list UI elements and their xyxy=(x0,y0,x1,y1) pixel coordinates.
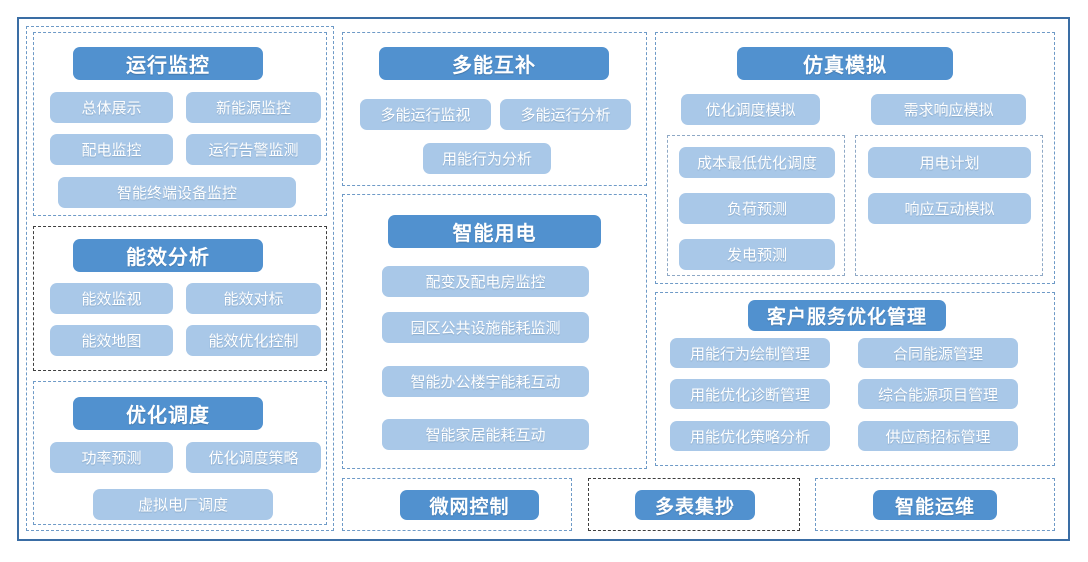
tile-duoneng-yunxing-fenxi[interactable]: 多能运行分析 xyxy=(500,99,631,130)
tile-zhineng-jiaju-nenghao-hudong[interactable]: 智能家居能耗互动 xyxy=(382,419,589,450)
tile-nengxiao-jianshi[interactable]: 能效监视 xyxy=(50,283,173,314)
header-duobiao-jichao[interactable]: 多表集抄 xyxy=(635,490,755,520)
header-nengxiao-fenxi[interactable]: 能效分析 xyxy=(73,239,263,272)
tile-xinnengyuan-jiankong[interactable]: 新能源监控 xyxy=(186,92,321,123)
tile-yongneng-xingwei-fenxi[interactable]: 用能行为分析 xyxy=(423,143,551,174)
group-duobiao-jichao xyxy=(588,478,800,531)
tile-youhua-diaodu-moni[interactable]: 优化调度模拟 xyxy=(681,94,820,125)
header-zhineng-yongdian[interactable]: 智能用电 xyxy=(388,215,601,248)
header-weiwang-kongzhi[interactable]: 微网控制 xyxy=(400,490,539,520)
tile-nengxiao-ditu[interactable]: 能效地图 xyxy=(50,325,173,356)
tile-hetong-nengyuan-guanli[interactable]: 合同能源管理 xyxy=(858,338,1018,368)
header-zhineng-yunwei[interactable]: 智能运维 xyxy=(873,490,997,520)
tile-yongneng-xingwei-huizhi-guanli[interactable]: 用能行为绘制管理 xyxy=(670,338,830,368)
tile-fadian-yuce[interactable]: 发电预测 xyxy=(679,239,835,270)
header-yunxing-jiankong[interactable]: 运行监控 xyxy=(73,47,263,80)
subgroup-fangzhen-left xyxy=(667,135,845,276)
tile-yongdian-jihua[interactable]: 用电计划 xyxy=(868,147,1031,178)
left-column-wrapper xyxy=(26,26,334,531)
tile-peidian-jiankong[interactable]: 配电监控 xyxy=(50,134,173,165)
group-zhineng-yunwei xyxy=(815,478,1055,531)
header-youhua-diaodu[interactable]: 优化调度 xyxy=(73,397,263,430)
tile-zhineng-bangong-louyu-nenghao-hudong[interactable]: 智能办公楼宇能耗互动 xyxy=(382,366,589,397)
header-fangzhen-moni[interactable]: 仿真模拟 xyxy=(737,47,953,80)
tile-duoneng-yunxing-jianshi[interactable]: 多能运行监视 xyxy=(360,99,491,130)
group-duoneng-hubu xyxy=(342,32,647,186)
tile-chengben-zuidi-youhua-diaodu[interactable]: 成本最低优化调度 xyxy=(679,147,835,178)
group-youhua-diaodu xyxy=(33,381,327,525)
tile-xiangying-hudong-moni[interactable]: 响应互动模拟 xyxy=(868,193,1031,224)
tile-gonglv-yuce[interactable]: 功率预测 xyxy=(50,442,173,473)
tile-peibian-ji-peidianfang-jiankong[interactable]: 配变及配电房监控 xyxy=(382,266,589,297)
group-nengxiao-fenxi xyxy=(33,226,327,371)
header-kehu-fuwu-youhua-guanli[interactable]: 客户服务优化管理 xyxy=(748,300,946,331)
tile-zonghe-nengyuan-xiangmu-guanli[interactable]: 综合能源项目管理 xyxy=(858,379,1018,409)
group-kehu-fuwu-youhua-guanli xyxy=(655,292,1055,466)
tile-yunxing-gaojing-jiance[interactable]: 运行告警监测 xyxy=(186,134,321,165)
tile-yuanqu-gonggong-sheshi-nenghao-jiance[interactable]: 园区公共设施能耗监测 xyxy=(382,312,589,343)
tile-nengxiao-youhua-kongzhi[interactable]: 能效优化控制 xyxy=(186,325,321,356)
group-zhineng-yongdian xyxy=(342,194,647,469)
tile-nengxiao-duibiao[interactable]: 能效对标 xyxy=(186,283,321,314)
header-duoneng-hubu[interactable]: 多能互补 xyxy=(379,47,609,80)
group-weiwang-kongzhi xyxy=(342,478,572,531)
tile-gongyingshang-zhaobiao-guanli[interactable]: 供应商招标管理 xyxy=(858,421,1018,451)
subgroup-fangzhen-right xyxy=(855,135,1043,276)
group-fangzhen-moni xyxy=(655,32,1055,284)
tile-yongneng-youhua-zhenduan-guanli[interactable]: 用能优化诊断管理 xyxy=(670,379,830,409)
tile-fuhe-yuce[interactable]: 负荷预测 xyxy=(679,193,835,224)
tile-yongneng-youhua-celue-fenxi[interactable]: 用能优化策略分析 xyxy=(670,421,830,451)
tile-xuni-dianchang-diaodu[interactable]: 虚拟电厂调度 xyxy=(93,489,273,520)
tile-xuqiu-xiangying-moni[interactable]: 需求响应模拟 xyxy=(871,94,1026,125)
tile-youhua-diaodu-celue[interactable]: 优化调度策略 xyxy=(186,442,321,473)
tile-zhineng-zhongduan-shebei-jiankong[interactable]: 智能终端设备监控 xyxy=(58,177,296,208)
group-yunxing-jiankong xyxy=(33,32,327,216)
tile-zongti-zhanshi[interactable]: 总体展示 xyxy=(50,92,173,123)
